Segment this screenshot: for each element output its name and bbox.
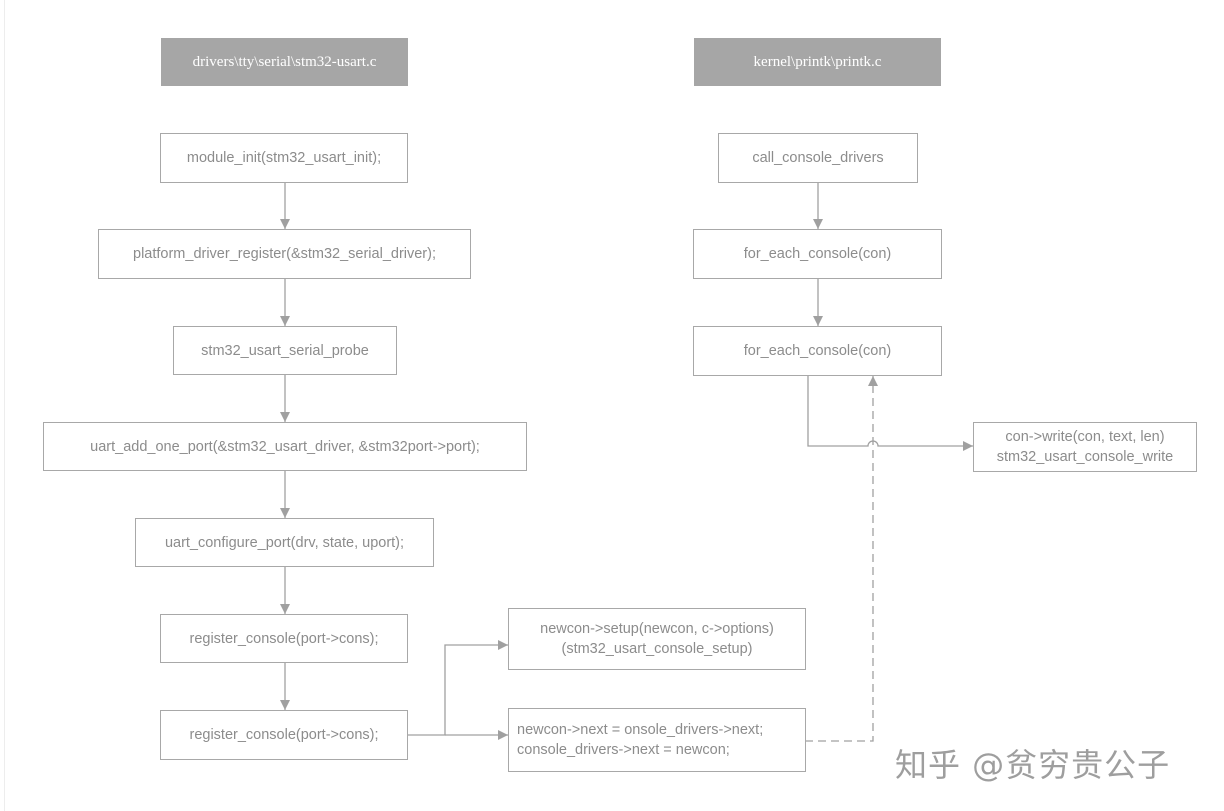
node-newcon-next: newcon->next = onsole_drivers->next; con… [508, 708, 806, 772]
node-console-write: con->write(con, text, len) stm32_usart_c… [973, 422, 1197, 472]
setup-line-2: (stm32_usart_console_setup) [561, 641, 753, 657]
node-for-each-console-2: for_each_console(con) [693, 326, 942, 376]
node-for-each-console-1: for_each_console(con) [693, 229, 942, 279]
write-line-1: con->write(con, text, len) [1005, 429, 1165, 445]
setup-line-1: newcon->setup(newcon, c->options) [540, 621, 774, 637]
link-line-2: console_drivers->next = newcon; [517, 742, 730, 758]
node-uart-add-one-port: uart_add_one_port(&stm32_usart_driver, &… [43, 422, 527, 471]
node-register-console-1: register_console(port->cons); [160, 614, 408, 663]
node-newcon-setup: newcon->setup(newcon, c->options) (stm32… [508, 608, 806, 670]
link-line-1: newcon->next = onsole_drivers->next; [517, 722, 764, 738]
arrow-foreach-to-write [807, 375, 973, 451]
write-line-2: stm32_usart_console_write [996, 449, 1174, 465]
dashed-link-to-foreach [805, 376, 878, 742]
page-edge-rule [4, 0, 5, 811]
header-stm32-usart-file: drivers\tty\serial\stm32-usart.c [161, 38, 408, 86]
node-platform-driver-register: platform_driver_register(&stm32_serial_d… [98, 229, 471, 279]
node-serial-probe: stm32_usart_serial_probe [173, 326, 397, 375]
node-call-console-drivers: call_console_drivers [718, 133, 918, 183]
zhihu-watermark: 知乎 @贫穷贵公子 [895, 746, 1171, 784]
node-module-init: module_init(stm32_usart_init); [160, 133, 408, 183]
header-printk-file: kernel\printk\printk.c [694, 38, 941, 86]
node-uart-configure-port: uart_configure_port(drv, state, uport); [135, 518, 434, 567]
node-register-console-2: register_console(port->cons); [160, 710, 408, 760]
arrow-to-setup [408, 640, 508, 736]
